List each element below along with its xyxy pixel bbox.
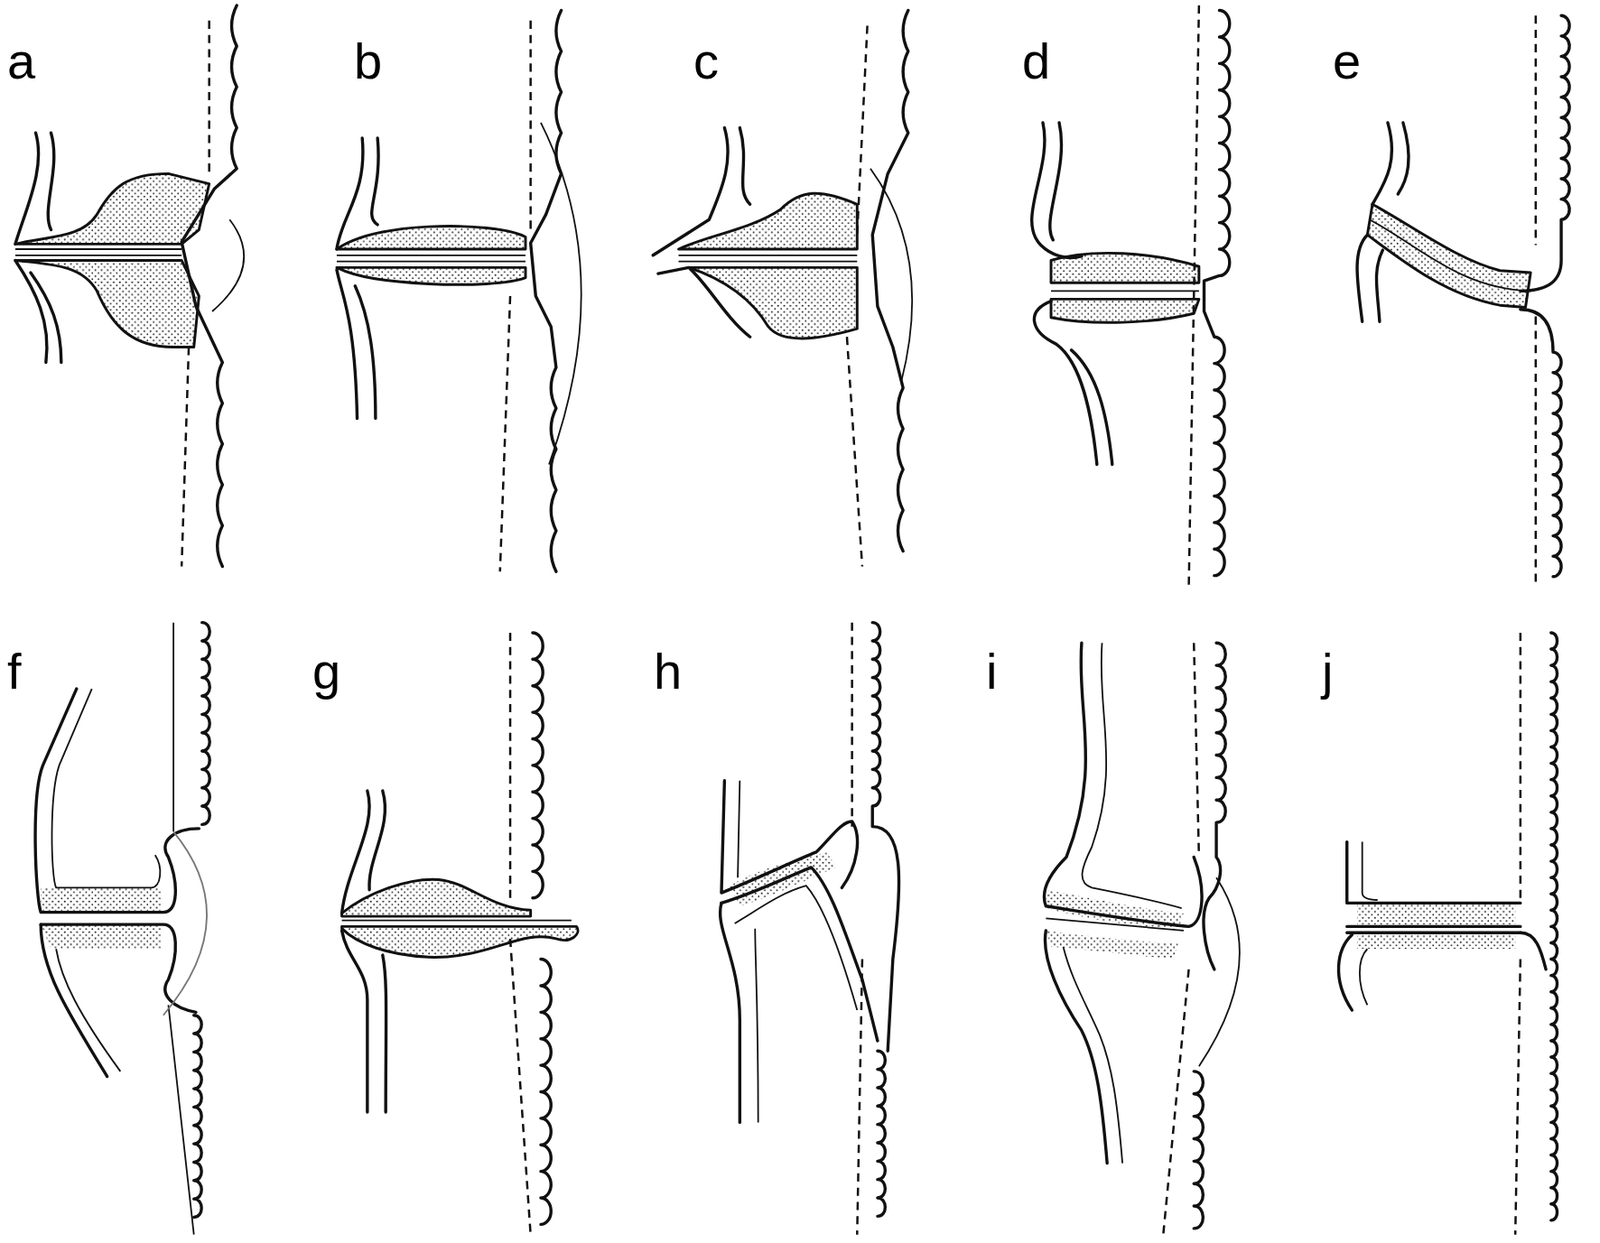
panel-h-drawing xyxy=(720,623,900,1236)
panel-letter: h xyxy=(653,646,682,698)
panel-letter: a xyxy=(7,36,36,87)
panel-letter: d xyxy=(1022,36,1051,87)
panel-i-drawing xyxy=(1043,642,1240,1235)
panel-a-drawing xyxy=(15,5,244,568)
panel-j-drawing xyxy=(1338,632,1557,1236)
panel-letter: f xyxy=(7,646,22,698)
panel-letter: j xyxy=(1321,646,1333,698)
panel-g-drawing xyxy=(342,632,578,1236)
panel-letter: e xyxy=(1332,36,1361,87)
panel-c-drawing xyxy=(652,10,912,568)
panel-d-drawing xyxy=(1032,5,1230,587)
panel-e-drawing xyxy=(1357,15,1570,587)
panel-b-drawing xyxy=(336,10,582,573)
panel-letter: b xyxy=(353,36,382,87)
panel-letter: g xyxy=(312,646,341,698)
panel-letter: c xyxy=(693,36,719,87)
panel-f-drawing xyxy=(35,623,210,1236)
panel-letter: i xyxy=(986,646,997,698)
